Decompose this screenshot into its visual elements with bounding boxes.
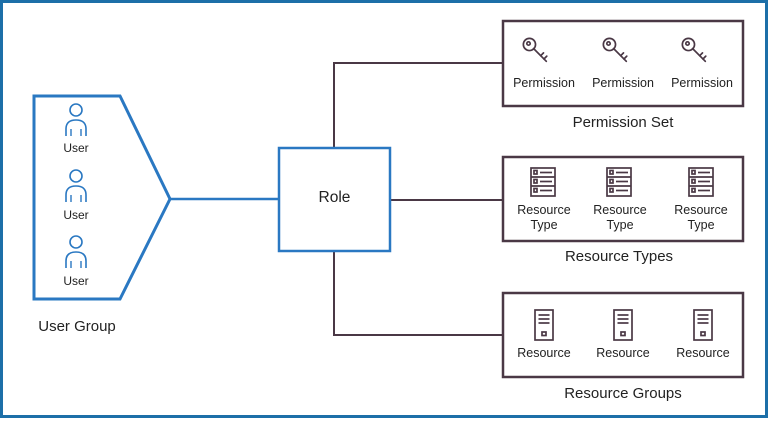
user-icon	[65, 235, 87, 269]
permission-set-caption: Permission Set	[572, 114, 674, 131]
user-group-shape	[32, 94, 172, 301]
permission-label: Permission	[592, 76, 654, 90]
connector-role-permission-set	[333, 62, 503, 148]
resource-type-label: Resource Type	[593, 203, 647, 232]
resource-type-label: Resource Type	[674, 203, 728, 232]
connector-lines	[333, 62, 503, 336]
resource-types-caption: Resource Types	[564, 248, 674, 265]
resource-label: Resource	[596, 346, 650, 360]
user-label: User	[63, 274, 89, 288]
role-label: Role	[318, 189, 351, 206]
permission-label: Permission	[513, 76, 575, 90]
resource-label: Resource	[676, 346, 730, 360]
user-label: User	[63, 208, 89, 222]
permission-label: Permission	[671, 76, 733, 90]
permission-set-box	[501, 19, 745, 108]
connector-role-resource-groups	[333, 251, 503, 336]
role-box	[277, 146, 392, 253]
resource-label: Resource	[517, 346, 571, 360]
resource-type-label: Resource Type	[517, 203, 571, 232]
diagram-canvas	[32, 19, 745, 379]
user-icon	[65, 103, 87, 137]
resource-types-box	[501, 155, 745, 243]
user-label: User	[63, 141, 89, 155]
user-group-caption: User Group	[38, 318, 116, 335]
resource-groups-caption: Resource Groups	[564, 385, 682, 402]
user-icon	[65, 169, 87, 203]
